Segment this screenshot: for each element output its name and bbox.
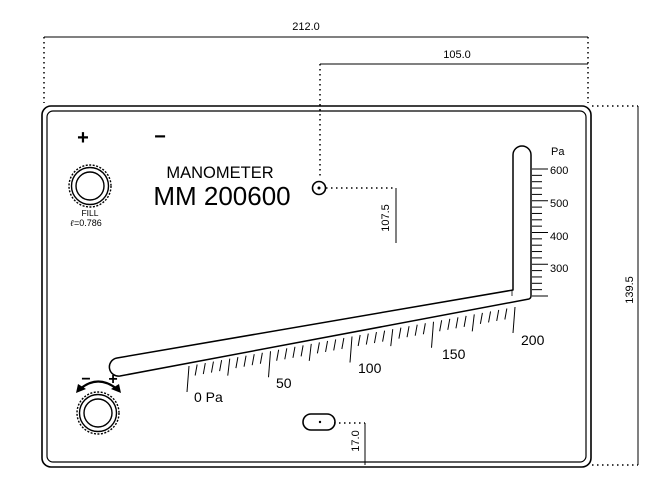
inclined-tick [504,308,508,320]
inclined-tick [194,364,198,376]
inclined-tick [414,324,418,336]
inclined-tick [202,362,206,375]
zero-adjust-knob[interactable] [76,391,120,435]
inclined-tick [268,351,271,378]
vertical-unit-label: Pa [551,146,565,158]
zero-plus-label: + [108,371,117,388]
inclined-tick [431,321,434,348]
plus-label: + [77,127,89,149]
dimension-label-139: 139.5 [624,276,636,304]
mounting-slot [302,413,336,431]
title-line-1: MANOMETER [166,164,273,182]
dimension-label-17: 17.0 [350,430,362,451]
fill-knob[interactable] [68,164,112,208]
inclined-tick [227,358,231,376]
inclined-tick [333,339,337,351]
minus-label: − [154,126,166,148]
inclined-tick [471,314,475,332]
inclined-tick [219,360,223,372]
vertical-scale-ticks [532,168,548,297]
inclined-tick [439,320,443,332]
dimension-label-107: 107.5 [380,204,392,232]
inclined-tick [479,312,483,324]
inclined-label-200: 200 [521,332,545,348]
inclined-tick [365,333,369,345]
inclined-label-150: 150 [442,346,466,362]
inclined-tick [398,327,402,339]
rho-symbol: ℓ [70,219,74,229]
dimension-hole-height: 107.5 [326,187,397,243]
zero-minus-label: − [81,371,90,388]
inclined-tick [284,348,288,360]
inclined-tick [276,349,280,361]
inclined-tick [243,355,247,367]
inclined-tick [210,361,214,373]
dimension-label-212: 212.0 [292,21,320,33]
inclined-scale-ticks [186,306,516,393]
inclined-tick [251,354,255,366]
vertical-label-400: 400 [550,231,568,243]
inclined-tick [235,357,239,369]
inclined-tick [447,318,451,330]
vertical-label-300: 300 [550,263,568,275]
inclined-tick [341,337,345,350]
inclined-tick [325,340,329,353]
density-value: =0.786 [74,218,102,228]
inclined-label-100: 100 [358,360,382,376]
housing-inner [46,110,587,463]
title-line-2: MM 200600 [153,181,290,211]
inclined-tick [186,365,190,393]
dimension-slot-height: 17.0 [334,422,366,465]
mounting-hole [311,180,327,196]
inclined-tick [463,315,467,327]
inclined-tick [300,345,304,357]
dimension-hole-offset: 105.0 [319,49,588,178]
fill-label: FILL [81,208,98,218]
dimension-overall-height: 139.5 [592,105,639,466]
dimension-overall-width: 212.0 [43,21,589,103]
housing-outer [41,105,592,468]
inclined-tick [357,334,361,347]
vertical-label-600: 600 [550,165,568,177]
manometer-tube [108,145,532,377]
inclined-tick [373,331,377,344]
inclined-tick [259,352,263,364]
inclined-tick [455,317,459,329]
inclined-tick [422,323,426,335]
inclined-label-0: 0 Pa [194,389,223,405]
inclined-scale-labels: 0 Pa 50 100 150 200 [194,332,545,405]
fluid-density-label: ℓ=0.786 [70,218,102,229]
dimension-label-105: 105.0 [443,49,471,61]
zero-adjust-arrow [76,380,121,393]
inclined-tick [382,330,386,342]
vertical-scale-labels: Pa 600 500 400 300 [550,146,568,275]
inclined-label-50: 50 [276,375,292,391]
inclined-tick [316,342,320,354]
inclined-tick [406,326,410,338]
inclined-tick [292,346,296,358]
inclined-tick [308,343,312,361]
inclined-tick [496,309,500,322]
inclined-tick [349,336,353,363]
inclined-tick [488,311,492,323]
inclined-tick [512,306,516,334]
inclined-tick [390,329,394,347]
vertical-label-500: 500 [550,198,568,210]
